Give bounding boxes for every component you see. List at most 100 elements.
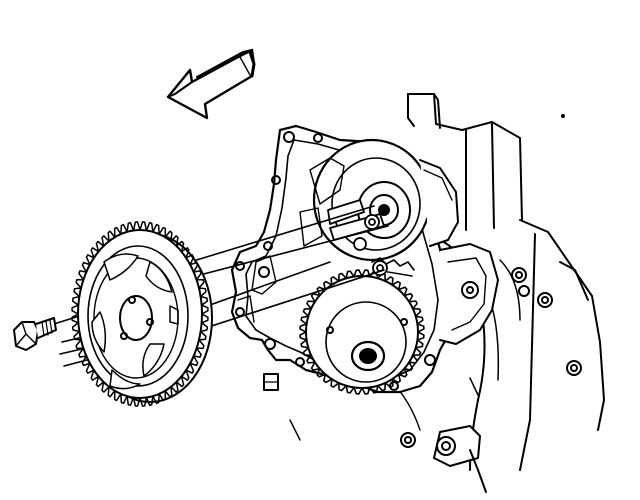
gear-tooth	[403, 361, 414, 372]
gear-tooth	[353, 269, 363, 278]
gear-tooth	[412, 346, 422, 357]
gear-tooth	[71, 322, 81, 333]
gear-tooth	[145, 222, 154, 233]
gear-tooth	[180, 247, 190, 259]
gear-tooth	[316, 367, 327, 378]
gear-tooth	[391, 373, 402, 384]
gear-tooth	[81, 355, 91, 367]
gear-tooth	[384, 378, 394, 388]
gear-tooth	[391, 280, 402, 291]
gear-tooth	[310, 292, 321, 303]
gear-tooth	[71, 304, 80, 315]
gear-tooth	[403, 292, 414, 303]
gear-tooth	[353, 386, 363, 395]
gear-tooth	[152, 223, 160, 235]
gear-tooth	[306, 354, 316, 364]
gear-tooth	[397, 286, 408, 297]
gear-tooth	[113, 389, 122, 402]
engine-block	[289, 93, 605, 493]
gear-tooth	[369, 384, 379, 394]
gear-tooth	[139, 396, 148, 407]
gear-tooth	[310, 361, 321, 372]
gear-tooth	[185, 254, 195, 266]
gear-tooth	[361, 269, 371, 278]
gear-tooth	[200, 304, 209, 315]
gear-tooth	[192, 270, 202, 281]
gear-tooth	[330, 378, 340, 388]
gear-tooth	[73, 330, 82, 341]
gear-tooth	[71, 295, 81, 306]
gear-tooth	[170, 235, 179, 247]
gear-tooth	[126, 222, 135, 233]
gear-tooth	[195, 339, 205, 350]
gear-tooth	[95, 375, 105, 388]
gear-tooth	[95, 240, 105, 253]
gear-tooth	[412, 307, 422, 318]
gear-tooth	[107, 385, 116, 398]
gear-tooth	[189, 355, 199, 367]
gear-tooth	[302, 346, 312, 357]
gear-tooth	[414, 339, 424, 349]
gear-tooth	[164, 385, 173, 398]
gear-tooth	[132, 396, 141, 407]
gear-tooth	[300, 339, 310, 349]
gear-tooth	[416, 323, 425, 333]
gear-tooth	[164, 230, 173, 243]
gear-tooth	[73, 287, 82, 298]
main-gear	[71, 221, 213, 407]
bolt-icon	[13, 317, 57, 351]
gear-tooth	[90, 369, 100, 381]
gear-tooth	[107, 230, 116, 243]
gear-tooth	[170, 381, 179, 393]
gear-tooth	[300, 315, 310, 325]
gear-tooth	[158, 389, 167, 402]
gear-tooth	[75, 339, 85, 350]
gear-tooth	[175, 240, 185, 253]
gear-tooth	[330, 276, 340, 286]
inner-gear	[299, 257, 425, 395]
gear-tooth	[81, 261, 91, 273]
gear-tooth	[306, 300, 316, 310]
gear-tooth	[199, 295, 209, 306]
gear-tooth	[145, 395, 154, 406]
gear-tooth	[195, 278, 205, 289]
gear-tooth	[158, 226, 167, 239]
gear-tooth	[322, 280, 333, 291]
gear-tooth	[71, 313, 80, 324]
gear-tooth	[192, 347, 202, 358]
gear-tooth	[408, 354, 418, 364]
gear-tooth	[337, 382, 348, 392]
gear-tooth	[414, 315, 424, 325]
gear-tooth	[101, 235, 110, 247]
gear-tooth	[180, 369, 190, 381]
direction-arrow-icon	[166, 48, 256, 120]
gear-tooth	[175, 375, 185, 388]
gear-tooth	[85, 254, 95, 266]
gear-tooth	[189, 261, 199, 273]
gear-tooth	[101, 381, 110, 393]
gear-tooth	[337, 272, 348, 282]
gear-tooth	[345, 384, 355, 394]
gear-tooth	[361, 386, 371, 395]
gear-tooth	[139, 221, 148, 232]
gear-tooth	[384, 276, 394, 286]
gear-tooth	[90, 247, 100, 259]
gear-tooth	[78, 270, 88, 281]
gear-tooth	[416, 331, 425, 341]
gear-tooth	[132, 221, 141, 232]
gear-tooth	[85, 362, 95, 374]
gear-tooth	[299, 323, 308, 333]
gear-tooth	[120, 223, 128, 235]
gear-tooth	[126, 395, 135, 406]
gear-tooth	[78, 347, 88, 358]
gear-tooth	[408, 300, 418, 310]
gear-tooth	[200, 313, 209, 324]
gear-tooth	[199, 322, 209, 333]
gear-tooth	[198, 330, 207, 341]
gear-tooth	[185, 362, 195, 374]
gear-tooth	[152, 393, 160, 405]
gear-tooth	[299, 331, 308, 341]
gear-tooth	[302, 307, 312, 318]
